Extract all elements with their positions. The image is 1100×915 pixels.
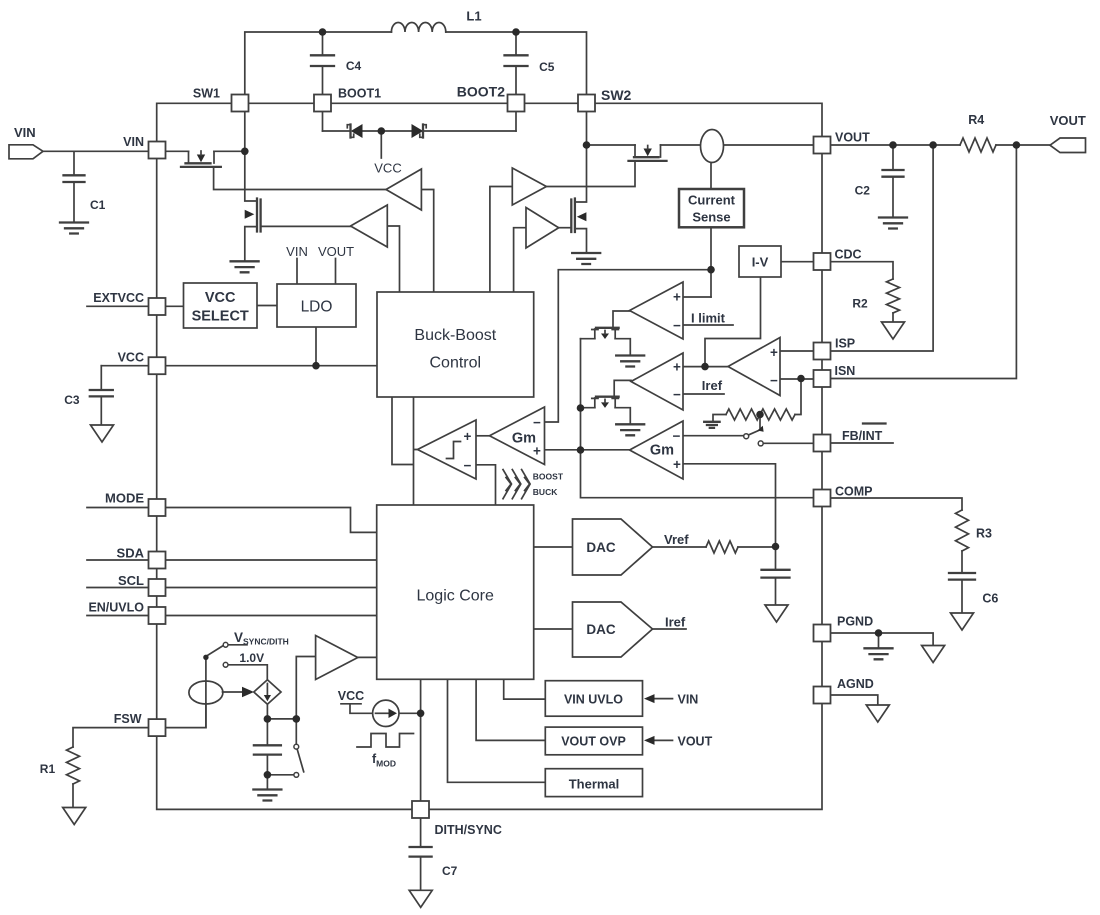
- svg-text:Iref: Iref: [702, 378, 723, 393]
- svg-text:C3: C3: [64, 393, 80, 407]
- svg-text:−: −: [533, 415, 541, 430]
- svg-text:BOOT1: BOOT1: [338, 87, 381, 101]
- svg-text:C7: C7: [442, 864, 458, 878]
- svg-text:DAC: DAC: [586, 622, 615, 637]
- svg-text:SW1: SW1: [193, 87, 220, 101]
- svg-text:−: −: [673, 387, 681, 402]
- svg-text:+: +: [673, 457, 681, 472]
- svg-text:+: +: [533, 444, 541, 459]
- svg-text:BUCK: BUCK: [533, 487, 558, 497]
- svg-text:BOOT2: BOOT2: [457, 84, 505, 100]
- svg-text:VIN: VIN: [678, 693, 699, 707]
- svg-text:VOUT OVP: VOUT OVP: [561, 735, 626, 749]
- svg-text:R2: R2: [852, 297, 868, 311]
- svg-text:ISP: ISP: [835, 337, 855, 351]
- svg-text:C5: C5: [539, 60, 555, 74]
- svg-text:L1: L1: [466, 9, 481, 24]
- svg-text:+: +: [464, 429, 472, 444]
- svg-text:Vref: Vref: [664, 532, 689, 547]
- svg-text:Iref: Iref: [665, 615, 686, 630]
- svg-text:VCC: VCC: [205, 290, 236, 306]
- svg-text:VIN UVLO: VIN UVLO: [564, 693, 623, 707]
- svg-text:SDA: SDA: [117, 546, 145, 561]
- svg-text:VCC: VCC: [374, 161, 401, 176]
- svg-text:VOUT: VOUT: [1050, 113, 1086, 128]
- svg-text:Logic Core: Logic Core: [417, 588, 494, 605]
- svg-text:MODE: MODE: [105, 491, 144, 506]
- svg-text:C2: C2: [855, 184, 871, 198]
- svg-text:SELECT: SELECT: [192, 309, 249, 325]
- svg-text:CDC: CDC: [835, 248, 862, 262]
- svg-text:Gm: Gm: [512, 431, 536, 447]
- svg-text:−: −: [673, 429, 681, 444]
- svg-text:COMP: COMP: [835, 485, 873, 499]
- svg-text:VCC: VCC: [338, 689, 364, 703]
- svg-text:−: −: [673, 318, 681, 333]
- svg-text:1.0V: 1.0V: [239, 651, 264, 665]
- svg-text:VIN: VIN: [286, 244, 308, 259]
- svg-text:Sense: Sense: [692, 210, 730, 225]
- svg-text:DAC: DAC: [586, 540, 615, 555]
- svg-text:Gm: Gm: [650, 443, 674, 459]
- svg-text:AGND: AGND: [837, 677, 874, 691]
- svg-text:+: +: [673, 290, 681, 305]
- svg-text:R3: R3: [976, 527, 992, 541]
- svg-text:VOUT: VOUT: [678, 735, 713, 749]
- svg-text:ISN: ISN: [835, 364, 856, 378]
- svg-text:VCC: VCC: [118, 351, 144, 365]
- svg-text:EXTVCC: EXTVCC: [93, 291, 144, 305]
- svg-text:−: −: [770, 373, 778, 388]
- svg-text:I limit: I limit: [691, 311, 726, 326]
- svg-text:Thermal: Thermal: [569, 777, 620, 792]
- svg-text:FSW: FSW: [114, 712, 142, 726]
- svg-text:C1: C1: [90, 198, 106, 212]
- svg-text:EN/UVLO: EN/UVLO: [88, 601, 144, 615]
- svg-text:FB/INT: FB/INT: [842, 429, 883, 443]
- svg-text:PGND: PGND: [837, 615, 873, 629]
- svg-text:+: +: [673, 360, 681, 375]
- svg-text:Buck-Boost: Buck-Boost: [414, 327, 496, 344]
- svg-text:SCL: SCL: [118, 573, 144, 588]
- svg-text:BOOST: BOOST: [533, 472, 564, 482]
- svg-text:Current: Current: [688, 193, 736, 208]
- svg-text:LDO: LDO: [301, 299, 333, 316]
- svg-text:C6: C6: [982, 592, 998, 606]
- svg-text:I-V: I-V: [752, 255, 769, 270]
- svg-text:Control: Control: [430, 355, 482, 372]
- svg-text:R4: R4: [968, 113, 984, 127]
- svg-text:C4: C4: [346, 59, 362, 73]
- svg-text:SW2: SW2: [601, 87, 632, 103]
- svg-text:VIN: VIN: [123, 135, 144, 149]
- svg-text:VOUT: VOUT: [318, 244, 354, 259]
- svg-text:VOUT: VOUT: [835, 131, 870, 145]
- svg-text:−: −: [464, 458, 472, 473]
- svg-text:+: +: [770, 345, 778, 360]
- svg-text:DITH/SYNC: DITH/SYNC: [435, 823, 502, 837]
- svg-text:VIN: VIN: [14, 125, 36, 140]
- svg-text:R1: R1: [40, 762, 56, 776]
